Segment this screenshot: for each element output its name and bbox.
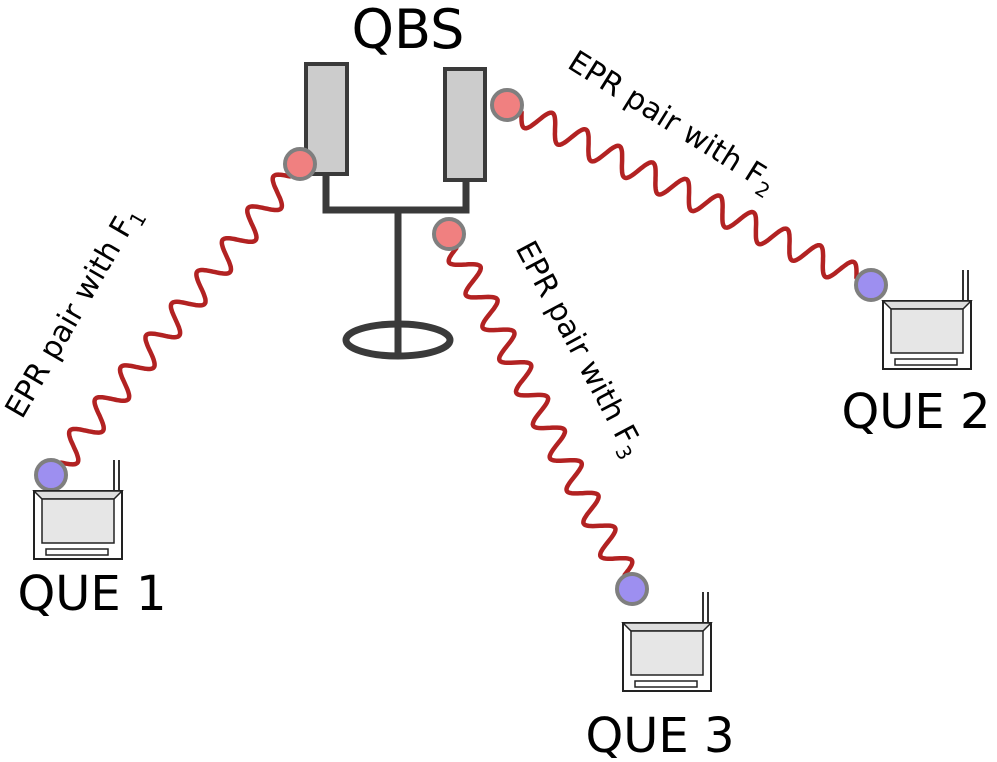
que-device-2 <box>881 270 973 370</box>
epr-label-2: EPR pair with F2 <box>560 44 783 203</box>
que2-label: QUE 2 <box>841 384 990 440</box>
que1-qubit <box>34 458 68 492</box>
que3-qubit <box>615 572 649 606</box>
qbs-qubit-3 <box>432 217 466 251</box>
epr-spring-3 <box>446 232 635 591</box>
epr-spring-1 <box>49 162 302 477</box>
qubits <box>34 88 888 606</box>
que3-label: QUE 3 <box>585 708 734 762</box>
qbs-mast <box>322 174 470 355</box>
qbs-qubit-2 <box>490 88 524 122</box>
qbs-base-ring <box>342 320 454 360</box>
que-device-1 <box>32 460 124 560</box>
que1-label: QUE 1 <box>17 566 166 622</box>
qbs-label: QBS <box>352 0 465 61</box>
qbs-antenna-right <box>443 67 487 182</box>
epr-spring-2 <box>505 103 873 288</box>
epr-springs <box>49 103 873 591</box>
epr-label-3: EPR pair with F3 <box>504 235 650 464</box>
que2-qubit <box>854 268 888 302</box>
qbs-station: QBS <box>304 0 487 360</box>
que-device-3 <box>621 592 713 692</box>
qbs-qubit-1 <box>283 147 317 181</box>
